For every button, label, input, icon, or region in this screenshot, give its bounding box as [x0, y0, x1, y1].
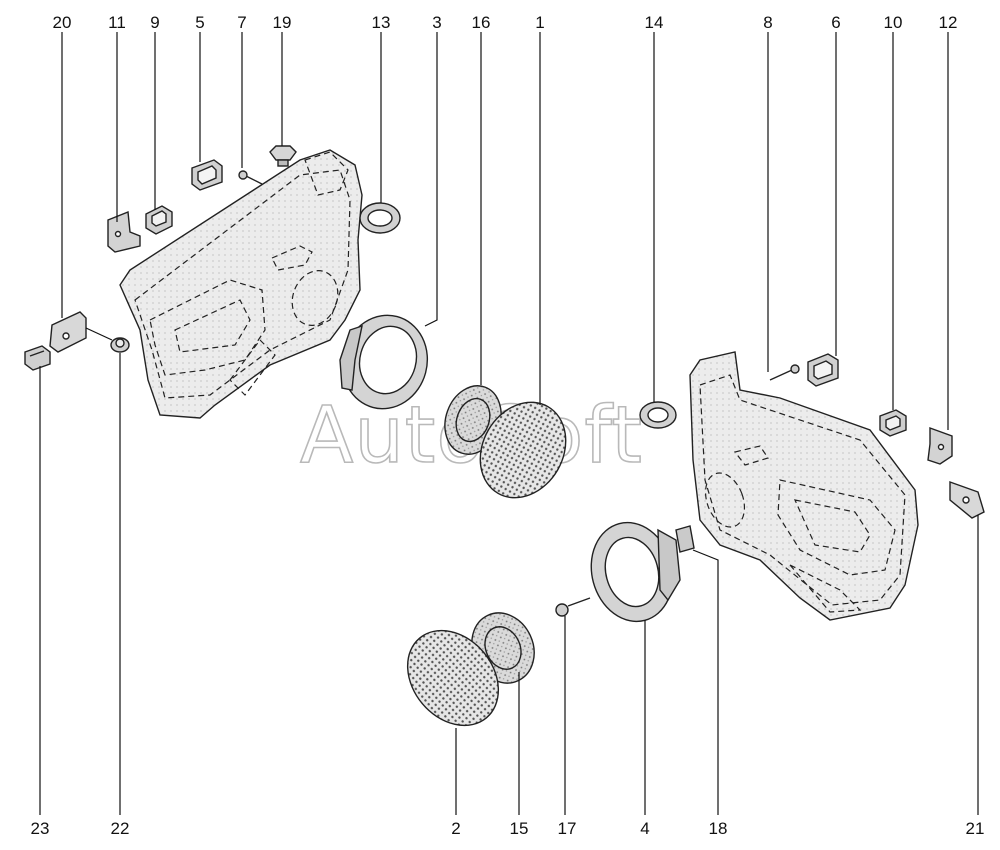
label-1: 1 — [535, 13, 544, 32]
label-17: 17 — [558, 819, 577, 838]
right-door-panel — [689, 351, 919, 621]
part-6-switch — [807, 353, 839, 387]
label-22: 22 — [111, 819, 130, 838]
part-number-labels: 20 11 9 5 7 19 13 3 16 1 14 8 6 10 12 23… — [31, 13, 985, 838]
label-18: 18 — [709, 819, 728, 838]
label-12: 12 — [939, 13, 958, 32]
label-13: 13 — [372, 13, 391, 32]
part-17-screw — [555, 597, 591, 617]
part-14-grommet — [639, 401, 677, 429]
part-9-insert — [145, 205, 173, 235]
part-19-clip — [269, 145, 297, 167]
part-23-clip — [24, 345, 51, 371]
label-2: 2 — [451, 819, 460, 838]
part-7-screw — [238, 170, 263, 185]
label-15: 15 — [510, 819, 529, 838]
left-door-panel — [119, 149, 363, 419]
label-8: 8 — [763, 13, 772, 32]
label-19: 19 — [273, 13, 292, 32]
part-13-grommet — [359, 202, 401, 234]
label-23: 23 — [31, 819, 50, 838]
label-4: 4 — [640, 819, 649, 838]
part-11-bracket — [107, 211, 141, 253]
part-4-speaker-ring — [590, 521, 681, 623]
part-1-grille — [479, 401, 567, 499]
part-21-bracket — [949, 481, 985, 519]
part-22-plug — [110, 337, 130, 353]
label-21: 21 — [966, 819, 985, 838]
label-14: 14 — [645, 13, 664, 32]
part-2-grille — [406, 629, 500, 727]
label-16: 16 — [472, 13, 491, 32]
label-5: 5 — [195, 13, 204, 32]
part-8-screw — [769, 364, 800, 381]
leader-lines — [39, 32, 979, 815]
label-6: 6 — [831, 13, 840, 32]
label-11: 11 — [108, 13, 126, 32]
label-7: 7 — [237, 13, 246, 32]
label-20: 20 — [53, 13, 72, 32]
label-9: 9 — [150, 13, 159, 32]
part-12-bracket — [927, 427, 953, 465]
part-5-switch — [191, 159, 223, 191]
label-3: 3 — [432, 13, 441, 32]
part-10-insert — [879, 409, 907, 437]
part-3-speaker-ring — [339, 314, 429, 410]
part-18-block — [675, 525, 695, 553]
label-10: 10 — [884, 13, 903, 32]
part-20-bracket — [49, 311, 87, 353]
